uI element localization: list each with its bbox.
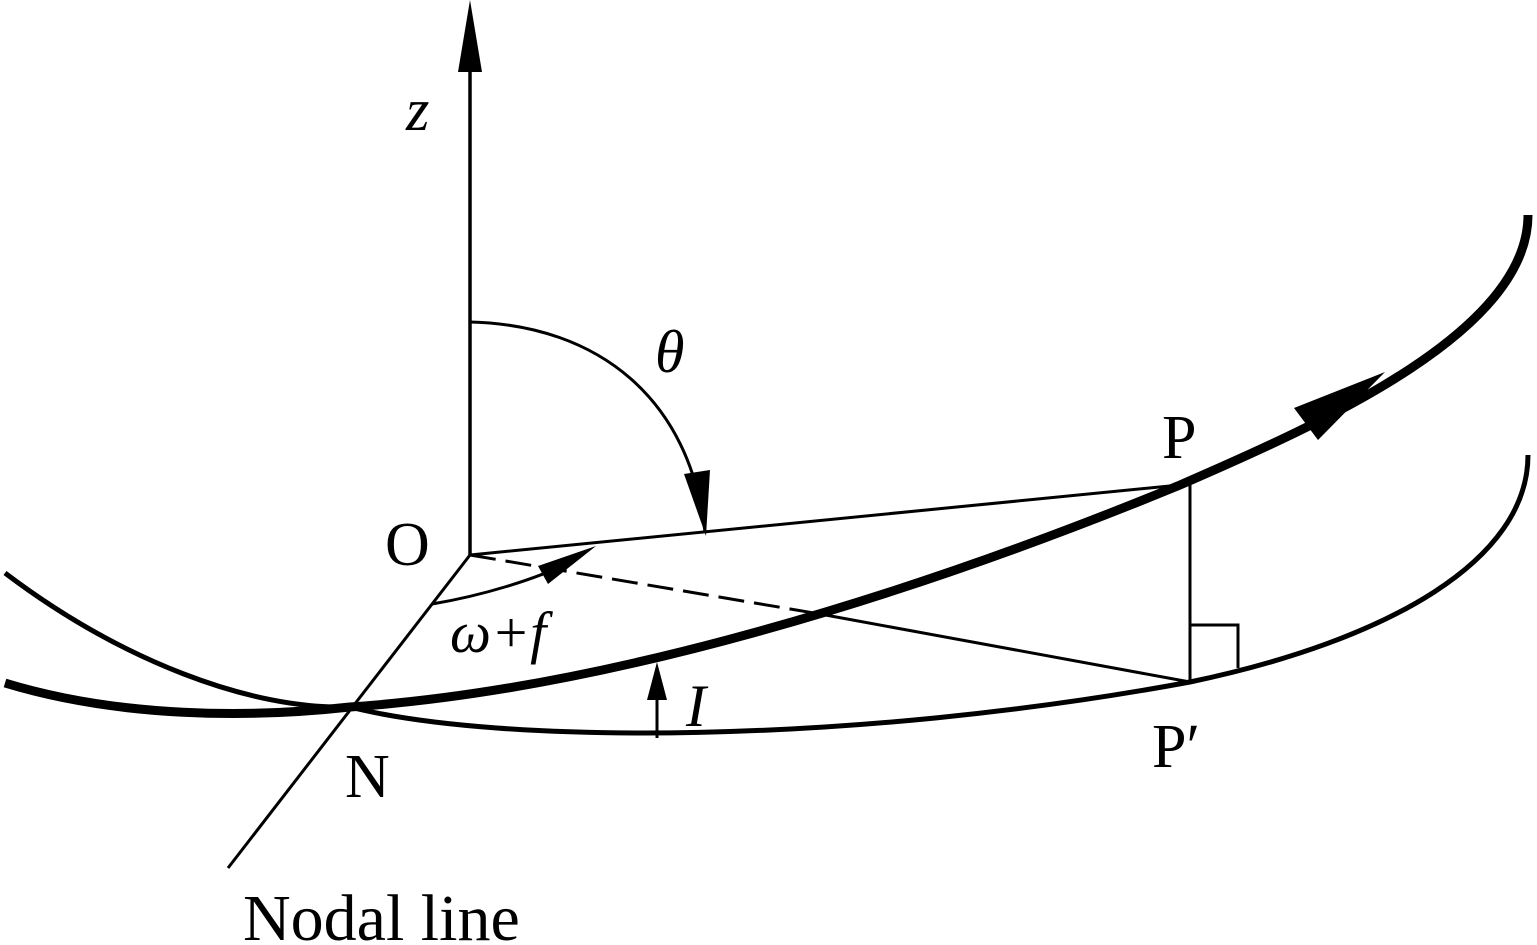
radius-op-prime-dashed [469,553,821,616]
nodal-line-label: Nodal line [243,882,520,945]
radius-op-prime-solid [819,612,1191,684]
z-axis-arrowhead [458,0,482,72]
orbit-curve [3,214,1533,718]
inclination-label: I [685,673,709,739]
inclination-arrowhead [647,662,667,700]
node-label: N [345,743,390,811]
origin-label: O [385,511,430,579]
point-p-prime-label: P′ [1152,713,1200,781]
orbit-direction-arrowhead [1294,372,1385,440]
radius-op-line [469,482,1191,557]
reference-plane-curve [3,454,1531,736]
theta-label: θ [655,319,684,385]
point-p-label: P [1162,404,1196,472]
right-angle-marker [1190,623,1240,668]
omega-plus-f-label: ω+f [450,600,553,665]
theta-arc-arrowhead [684,470,710,536]
z-axis-label: z [405,77,429,143]
omega-f-arc-arrowhead [538,546,596,584]
